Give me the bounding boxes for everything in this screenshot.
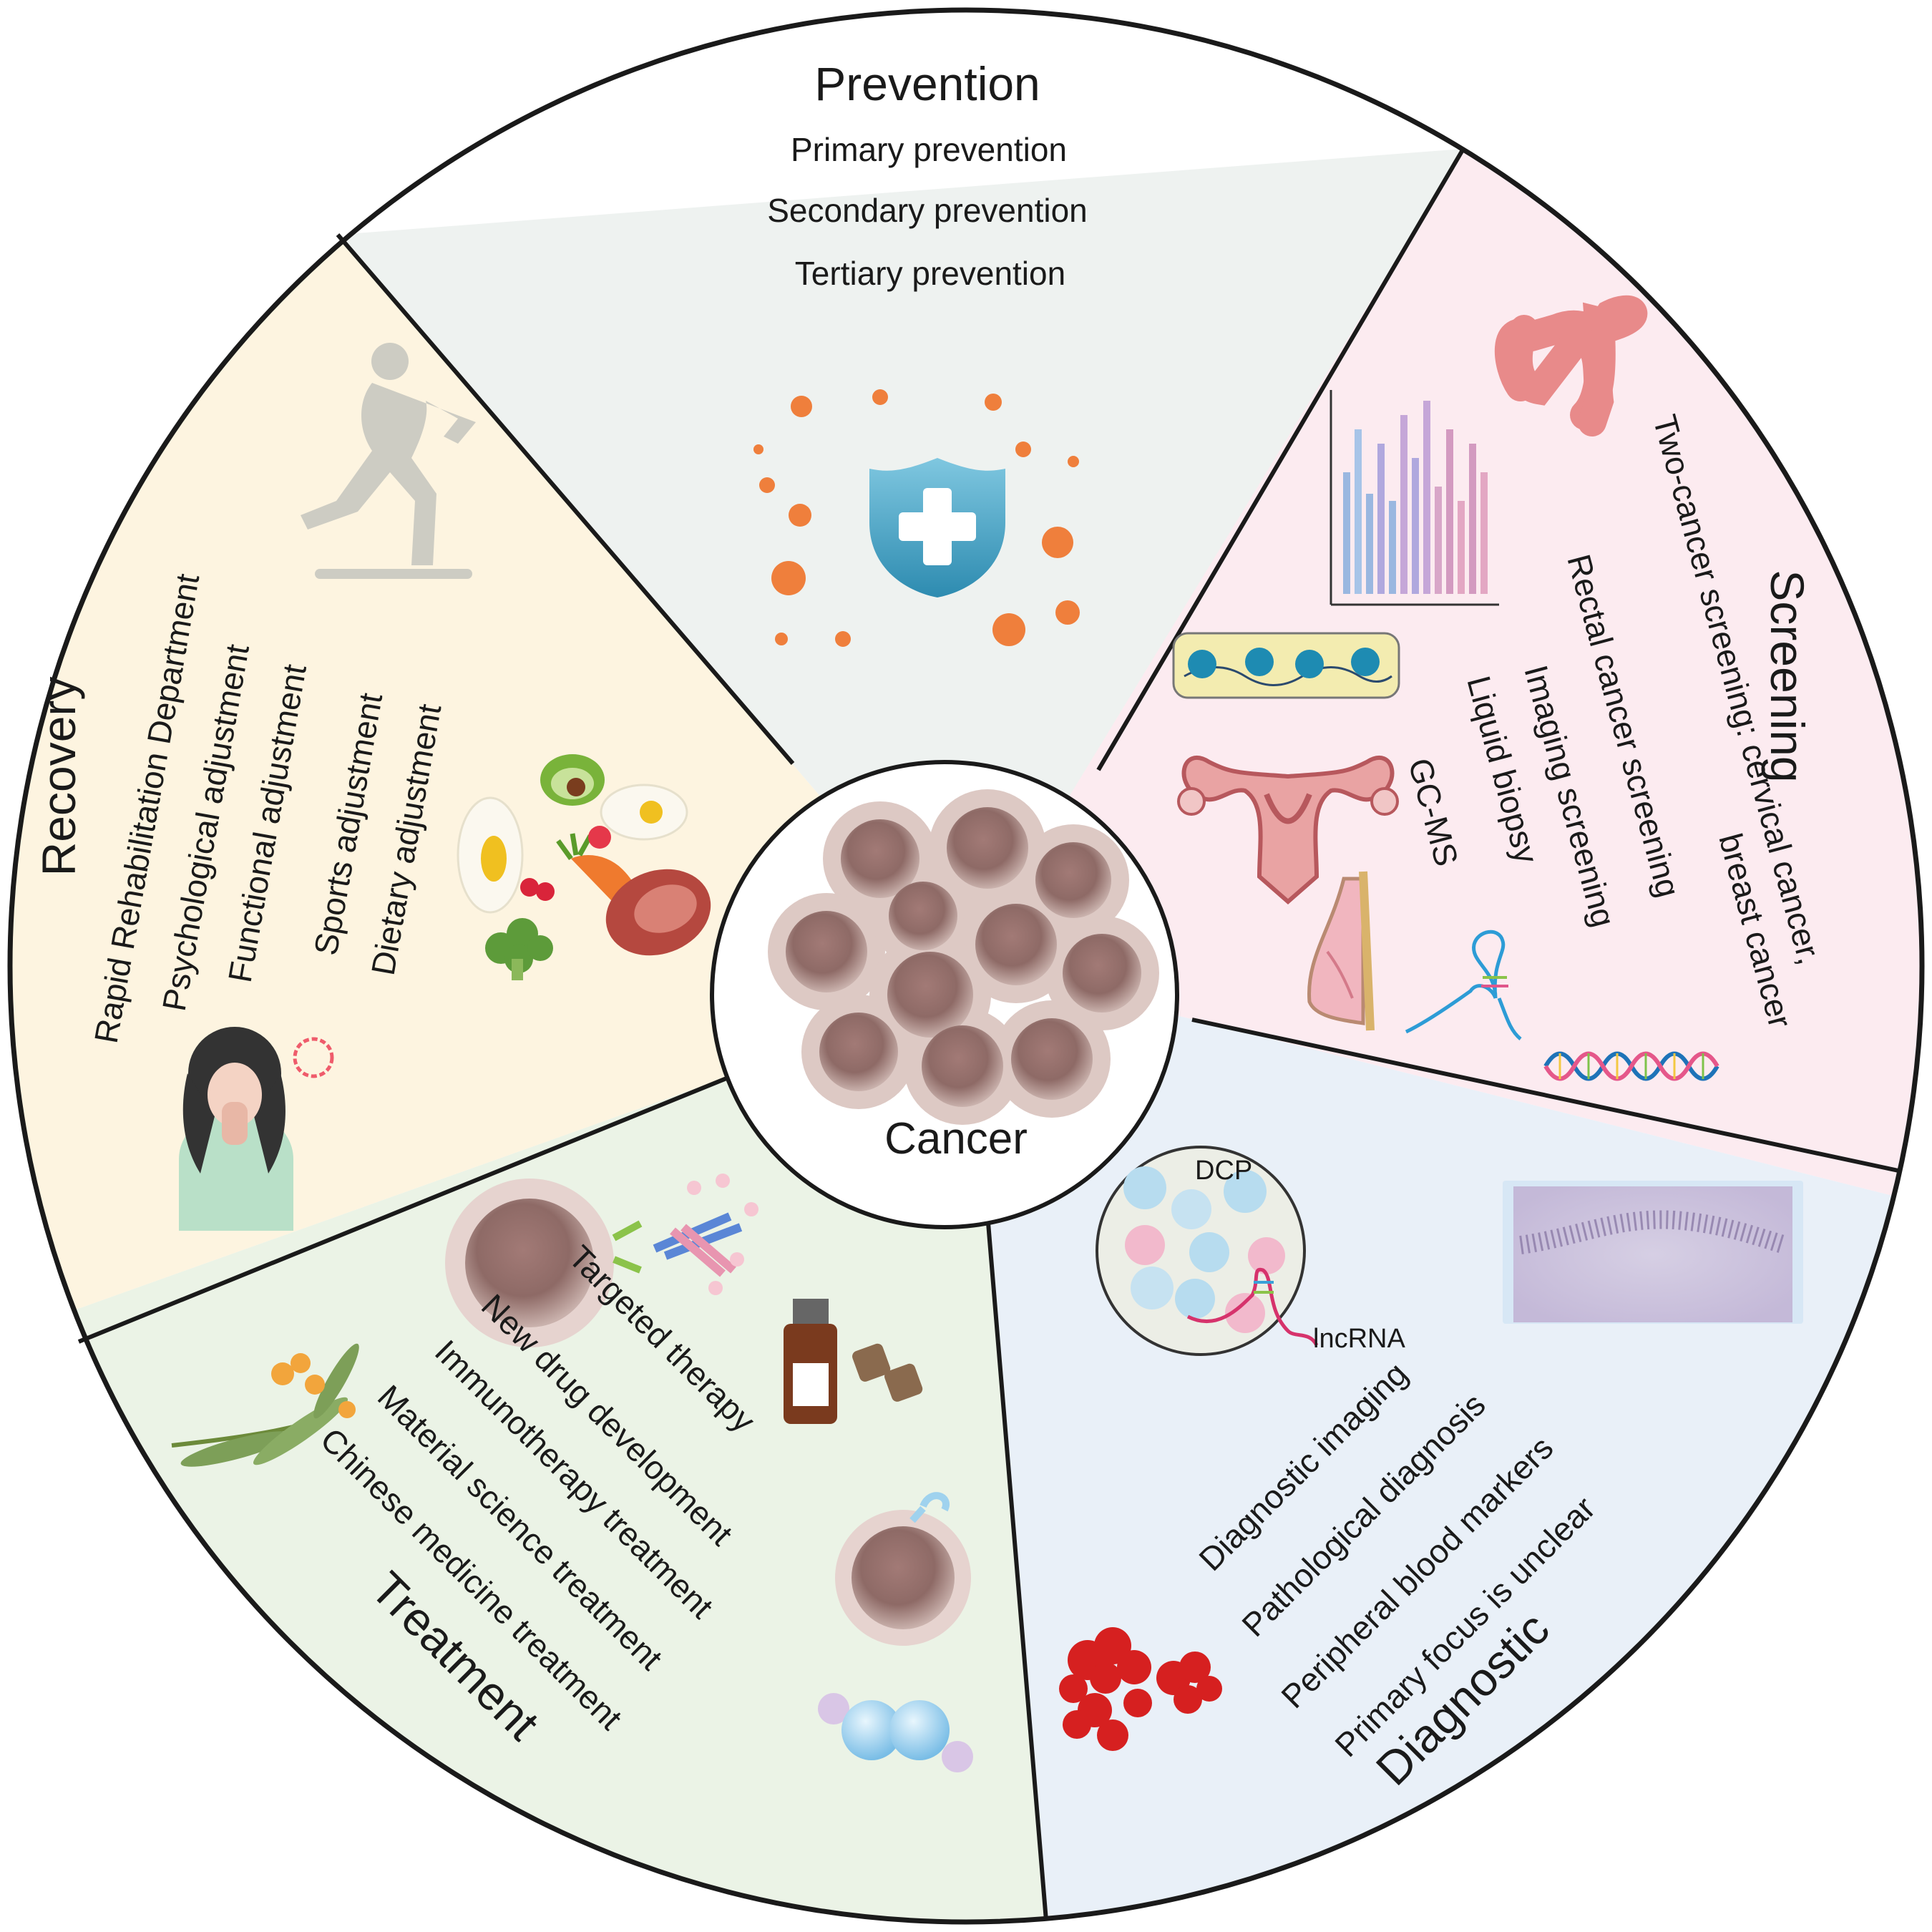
screening-title: Screening (1761, 570, 1814, 782)
dna-icon (1543, 1051, 1719, 1081)
colon-icon-body (1503, 315, 1614, 436)
medicine-bottle-icon (784, 1299, 923, 1424)
bar-chart-icon (1330, 390, 1499, 606)
prevention-item: Primary prevention (791, 131, 1067, 168)
recovery-title: Recovery (32, 677, 85, 877)
antibody-cell-icon (445, 1174, 758, 1347)
runner-icon (301, 343, 476, 579)
prevention-item: Secondary prevention (767, 192, 1088, 229)
herb-icon (171, 1343, 359, 1467)
screening-sector (966, 149, 1922, 1209)
dcp-label: DCP (1195, 1156, 1252, 1186)
rna-hairpin-icon (1405, 930, 1522, 1040)
histology-slide-icon (1503, 1181, 1803, 1324)
worried-person-icon (179, 1027, 334, 1231)
prevention-item: Tertiary prevention (795, 255, 1065, 292)
lncrna-label: lncRNA (1313, 1324, 1405, 1354)
wheel-outline (7, 7, 1925, 1925)
breast-icon (1307, 871, 1375, 1031)
food-icon (457, 754, 711, 980)
center-hub: Cancer (710, 760, 1179, 1229)
cell-circle-icon (1096, 1146, 1319, 1356)
uterus-icon (1177, 756, 1399, 904)
center-label: Cancer (884, 1114, 1028, 1163)
molecule-icon (818, 1693, 973, 1772)
prevention-title: Prevention (814, 57, 1040, 110)
cancer-cells-icon (768, 789, 1159, 1125)
sector-dividers (77, 147, 1899, 1921)
red-cluster-icon (1059, 1627, 1222, 1751)
prevention-section: Prevention Primary prevention Secondary … (753, 57, 1088, 647)
shield-icon (869, 458, 1005, 597)
virus-icon (753, 389, 1080, 647)
antibody-cell-icon-small (835, 1492, 971, 1646)
bar-chart-bars (1343, 401, 1488, 594)
recovery-section: Recovery Rapid Rehabilitation Department… (32, 343, 711, 1231)
nucleosome-icon (1172, 632, 1400, 699)
